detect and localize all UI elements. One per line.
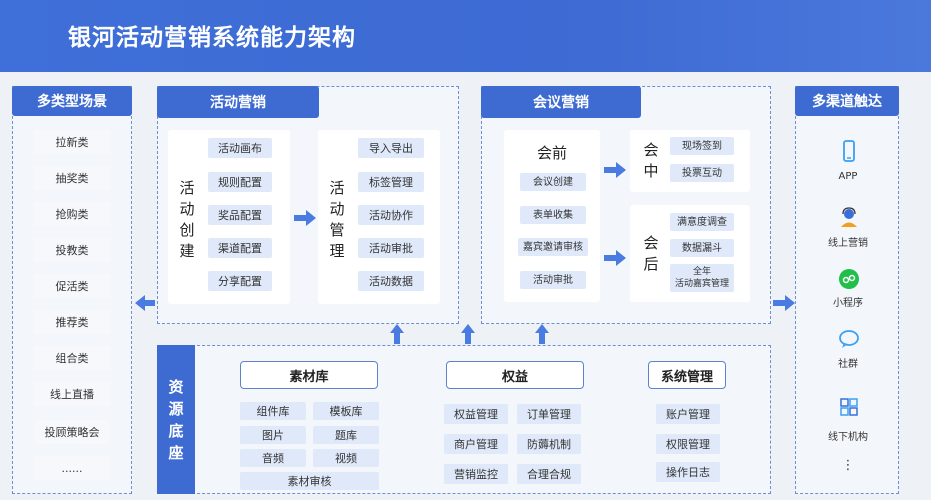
channel-label[interactable]: APP <box>838 171 858 182</box>
material-item[interactable]: 组件库 <box>240 402 306 420</box>
activity-create-item[interactable]: 活动画布 <box>208 138 272 158</box>
material-item[interactable]: 题库 <box>313 426 379 444</box>
scene-item[interactable]: ...... <box>34 456 110 480</box>
scene-item[interactable]: 投顾策略会 <box>34 420 110 444</box>
activity-create-item[interactable]: 规则配置 <box>208 172 272 192</box>
activity-create-item[interactable]: 渠道配置 <box>208 238 272 258</box>
meeting-marketing-header: 会议营销 <box>481 86 641 118</box>
base-up-arrow <box>390 324 404 344</box>
scene-item[interactable]: 抢购类 <box>34 202 110 226</box>
material-item[interactable]: 视频 <box>313 449 379 467</box>
meeting-before-label: 会前 <box>536 144 567 162</box>
activity-create-item[interactable]: 分享配置 <box>208 271 272 291</box>
meeting-after-item[interactable]: 数据漏斗 <box>670 239 734 257</box>
meeting-after-label: 会后 <box>643 234 659 273</box>
channel-label[interactable]: 小程序 <box>833 298 863 309</box>
activity-manage-label: 活动管理 <box>329 179 345 260</box>
meeting-during-item[interactable]: 现场签到 <box>670 137 734 155</box>
phone-icon <box>843 140 855 162</box>
meeting-before-item[interactable]: 活动审批 <box>520 271 586 289</box>
system-item[interactable]: 操作日志 <box>656 462 720 482</box>
resource-base-label: 资源底座 <box>168 377 184 462</box>
channels-panel <box>795 86 899 494</box>
scene-item[interactable]: 拉新类 <box>34 130 110 154</box>
meeting-after-item[interactable]: 全年 活动嘉宾管理 <box>670 264 734 292</box>
activity-create-item[interactable]: 奖品配置 <box>208 205 272 225</box>
channel-label[interactable]: 社群 <box>838 359 858 370</box>
before-to-after-arrow <box>604 250 626 266</box>
rights-item[interactable]: 合理合规 <box>517 464 581 484</box>
to-channels-arrow <box>773 295 795 311</box>
base-up-arrow <box>535 324 549 344</box>
material-library-title[interactable]: 素材库 <box>240 361 378 389</box>
rights-item[interactable]: 商户管理 <box>444 434 508 454</box>
system-item[interactable]: 权限管理 <box>656 434 720 454</box>
rights-item[interactable]: 营销监控 <box>444 464 508 484</box>
rights-item[interactable]: 订单管理 <box>517 404 581 424</box>
page-title: 银河活动营销系统能力架构 <box>68 25 356 51</box>
scene-item[interactable]: 推荐类 <box>34 310 110 334</box>
meeting-before-item[interactable]: 会议创建 <box>520 173 586 191</box>
before-to-during-arrow <box>604 162 626 178</box>
org-icon <box>840 398 858 416</box>
activity-manage-item[interactable]: 活动协作 <box>358 205 424 225</box>
resource-base-header: 资源底座 <box>157 345 195 494</box>
rights-item[interactable]: 防薅机制 <box>517 434 581 454</box>
channel-label[interactable]: 线下机构 <box>828 432 868 443</box>
base-up-arrow <box>461 324 475 344</box>
rights-item[interactable]: 权益管理 <box>444 404 508 424</box>
scene-item[interactable]: 促活类 <box>34 274 110 298</box>
miniprogram-icon <box>839 269 859 289</box>
scene-item[interactable]: 线上直播 <box>34 382 110 406</box>
to-scenes-arrow <box>135 295 155 311</box>
material-item[interactable]: 素材审核 <box>240 472 379 490</box>
create-to-manage-arrow <box>294 210 316 226</box>
scene-item[interactable]: 组合类 <box>34 346 110 370</box>
activity-create-label: 活动创建 <box>179 179 195 260</box>
meeting-before-item[interactable]: 嘉宾邀请审核 <box>518 238 588 256</box>
title-banner: 银河活动营销系统能力架构 <box>0 0 931 72</box>
activity-manage-item[interactable]: 活动审批 <box>358 238 424 258</box>
chat-icon <box>839 330 859 348</box>
material-item[interactable]: 音频 <box>240 449 306 467</box>
activity-manage-item[interactable]: 活动数据 <box>358 271 424 291</box>
material-item[interactable]: 图片 <box>240 426 306 444</box>
activity-manage-item[interactable]: 标签管理 <box>358 172 424 192</box>
activity-manage-item[interactable]: 导入导出 <box>358 138 424 158</box>
meeting-during-label: 会中 <box>643 141 659 180</box>
activity-marketing-header: 活动营销 <box>157 86 319 118</box>
meeting-before-item[interactable]: 表单收集 <box>520 206 586 224</box>
meeting-after-item[interactable]: 满意度调查 <box>670 213 734 231</box>
material-item[interactable]: 模板库 <box>313 402 379 420</box>
scenes-header: 多类型场景 <box>12 86 132 116</box>
channel-label[interactable]: 线上营销 <box>828 238 868 249</box>
channels-header: 多渠道触达 <box>795 86 899 116</box>
rights-title[interactable]: 权益 <box>446 361 584 389</box>
scene-item[interactable]: 抽奖类 <box>34 166 110 190</box>
meeting-during-item[interactable]: 投票互动 <box>670 164 734 182</box>
system-item[interactable]: 账户管理 <box>656 404 720 424</box>
system-management-title[interactable]: 系统管理 <box>648 361 726 389</box>
agent-icon <box>841 207 857 227</box>
more-channels-ellipsis: ⋮ <box>841 458 855 473</box>
scene-item[interactable]: 投教类 <box>34 238 110 262</box>
